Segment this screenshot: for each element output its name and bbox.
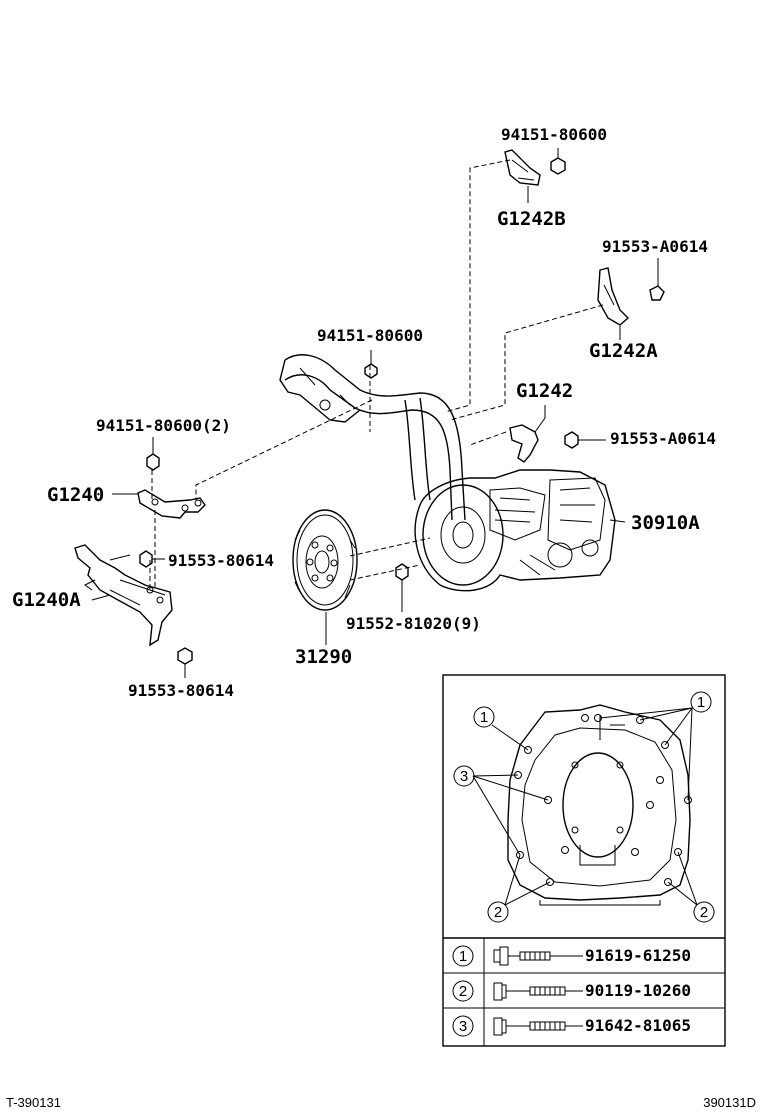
inset-callouts: 1 1 3 2 2 [453, 691, 715, 923]
bolt-g1242a[interactable] [649, 285, 665, 301]
callout-2-left [487, 901, 509, 923]
bolt-row-3-ref: 3 [459, 1018, 467, 1035]
bolt-row-3: 3 91642-81065 [452, 1015, 691, 1037]
label-bracket-a-bolt: 91553-A0614 [602, 237, 708, 256]
bolt-3-icon [493, 1017, 583, 1036]
bolt-row-2: 2 90119-10260 [452, 980, 691, 1002]
label-bracket-g1240a: G1240A [12, 589, 81, 611]
bracket-g1240a[interactable] [74, 544, 173, 647]
bracket-g1242b[interactable] [504, 149, 541, 186]
nut-g1240[interactable] [146, 453, 160, 471]
bolt-row-2-ref: 2 [459, 983, 467, 1000]
label-bracket-g1242-bolt: 91553-A0614 [610, 429, 716, 448]
label-bracket-g1240: G1240 [47, 484, 104, 506]
bolt-row-1: 1 91619-61250 [452, 945, 691, 967]
bolt-row-1-part-no: 91619-61250 [585, 946, 691, 965]
callout-1-left [473, 706, 495, 728]
label-transmission: 30910A [631, 512, 700, 534]
callout-2-right [693, 901, 715, 923]
bracket-g1242[interactable] [509, 424, 539, 463]
callout-3 [453, 765, 475, 787]
bracket-g1242a[interactable] [597, 267, 630, 326]
callout-2-left-num: 2 [494, 904, 502, 921]
callout-1-right [690, 691, 712, 713]
label-pipe-nut: 94151-80600 [317, 326, 423, 345]
footer-right: 390131D [703, 1095, 756, 1110]
label-drive-plate: 31290 [295, 646, 352, 668]
label-drive-plate-bolt: 91552-81020(9) [346, 614, 481, 633]
callout-1-left-num: 1 [480, 709, 488, 726]
footer-left: T-390131 [6, 1095, 61, 1110]
label-bracket-g1240-nut: 94151-80600(2) [96, 416, 231, 435]
label-bracket-g1240a-bolt-lower: 91553-80614 [128, 681, 234, 700]
label-bracket-g1240a-bolt-upper: 91553-80614 [168, 551, 274, 570]
label-bracket-g1242a: G1242A [589, 340, 658, 362]
bolt-row-2-part-no: 90119-10260 [585, 981, 691, 1000]
bolt-2-icon [493, 982, 583, 1001]
label-bracket-b-nut: 94151-80600 [501, 125, 607, 144]
bolt-table: 1 91619-61250 2 90119-10260 [452, 945, 691, 1037]
callout-1-right-num: 1 [697, 694, 705, 711]
bracket-g1240[interactable] [137, 489, 206, 519]
bolt-1-icon [493, 946, 583, 966]
nut-pipe[interactable] [364, 363, 378, 379]
bolt-g1242[interactable] [564, 431, 606, 449]
callout-2-right-num: 2 [700, 904, 708, 921]
bolt-g1240a-upper[interactable] [139, 550, 153, 568]
callout-3-num: 3 [460, 768, 468, 785]
bell-housing[interactable] [507, 704, 692, 906]
bolt-drive-plate[interactable] [395, 563, 409, 581]
main-labels: 94151-80600 G1242B 91553-A0614 G1242A 94… [12, 125, 716, 700]
bolt-g1240a-lower[interactable] [177, 647, 193, 665]
bolt-row-3-part-no: 91642-81065 [585, 1016, 691, 1035]
inset-box [442, 674, 726, 1047]
label-bracket-g1242b: G1242B [497, 208, 566, 230]
oil-cooler-pipes[interactable] [279, 354, 466, 521]
label-bracket-g1242: G1242 [516, 380, 573, 402]
bolt-row-1-ref: 1 [459, 948, 467, 965]
transmission-assembly[interactable] [414, 469, 626, 592]
nut-g1242b[interactable] [550, 157, 566, 175]
drive-plate[interactable] [292, 509, 358, 611]
